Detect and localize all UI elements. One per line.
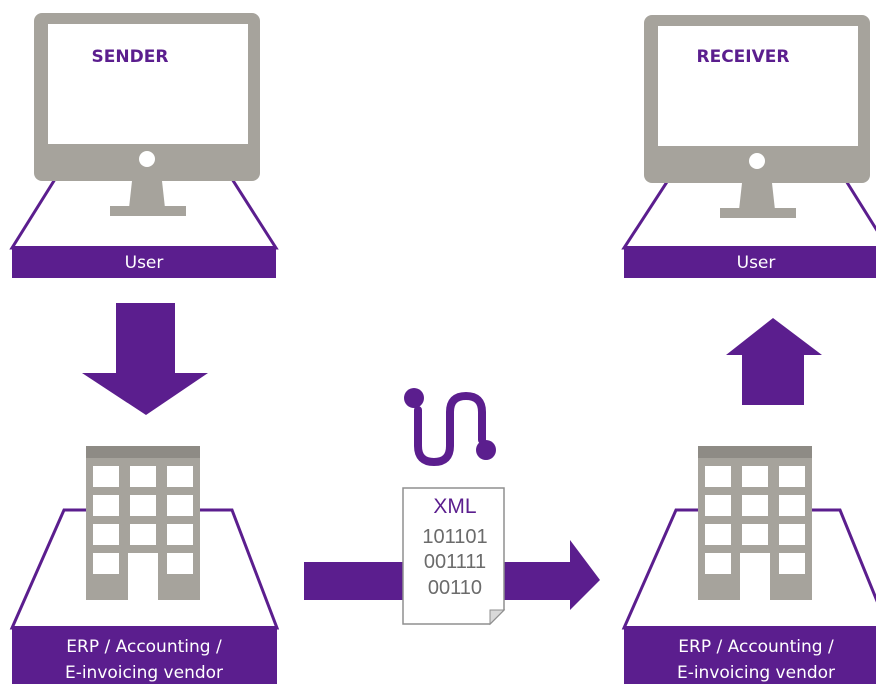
receiver-vendor-group: ERP / Accounting / E-invoicing vendor: [621, 446, 876, 684]
sender-vendor-label-line2: E-invoicing vendor: [65, 663, 223, 683]
sender-user-group: User SENDER: [9, 13, 279, 278]
receiver-user-group: User RECEIVER: [621, 15, 876, 278]
sender-vendor-label-box: [12, 626, 277, 684]
document-title: XML: [433, 495, 476, 518]
building-icon: [86, 446, 200, 600]
monitor-icon: [34, 13, 260, 216]
sender-user-label-bar: [12, 246, 276, 278]
route-icon: [404, 388, 496, 467]
document-line: 101101: [422, 526, 487, 548]
building-icon: [698, 446, 812, 600]
receiver-user-label-bar: [624, 246, 876, 278]
receiver-user-label: User: [737, 253, 776, 273]
receiver-vendor-label-box: [624, 626, 876, 684]
arrow-up-icon: [726, 318, 822, 405]
document-fold: [489, 609, 506, 626]
monitor-icon: [644, 15, 870, 218]
receiver-vendor-label-line2: E-invoicing vendor: [677, 663, 835, 683]
arrow-down-icon: [82, 303, 208, 415]
sender-user-label: User: [125, 253, 164, 273]
document-line: 00110: [428, 577, 482, 599]
sender-vendor-label-line1: ERP / Accounting /: [66, 637, 222, 657]
receiver-vendor-label-line1: ERP / Accounting /: [678, 637, 834, 657]
document-icon: XML 101101 001111 00110: [402, 487, 506, 626]
receiver-title: RECEIVER: [697, 47, 790, 67]
sender-title: SENDER: [92, 47, 169, 67]
sender-vendor-group: ERP / Accounting / E-invoicing vendor: [9, 446, 280, 684]
document-line: 001111: [424, 551, 486, 573]
